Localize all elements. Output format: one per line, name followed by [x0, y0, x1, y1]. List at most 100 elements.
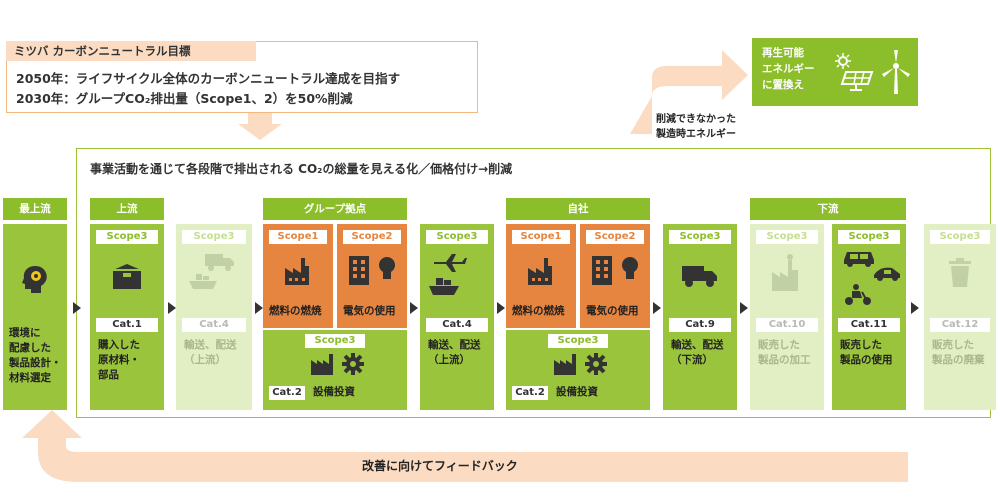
header-own-company: 自社 [506, 198, 650, 220]
c3-s1-label: 燃料の燃焼 [269, 305, 322, 317]
group-scope1-block: Scope1 燃料の燃焼 [263, 224, 333, 328]
flow-arrow [168, 302, 176, 314]
c2-label-2: （上流） [184, 354, 226, 366]
c4-label-2: （上流） [428, 354, 470, 366]
lightbulb-icon [622, 257, 638, 279]
scope3-badge: Scope3 [669, 230, 731, 244]
flow-arrow [653, 302, 661, 314]
scooter-icon [845, 284, 871, 305]
flow-arrow [73, 302, 81, 314]
airplane-icon [434, 254, 467, 272]
factory-icon [311, 354, 333, 375]
gear-icon [585, 353, 607, 375]
scope2-badge: Scope2 [343, 230, 401, 244]
solar-panel-icon [835, 53, 874, 91]
flow-arrow [255, 302, 263, 314]
c3-s2-label: 電気の使用 [343, 305, 396, 317]
trash-icon [949, 258, 971, 287]
scope2-badge: Scope2 [586, 230, 644, 244]
factory-icon [285, 258, 309, 285]
header-most-upstream: 最上流 [3, 198, 67, 220]
scope3-badge: Scope3 [838, 230, 900, 244]
ship-icon [429, 278, 459, 295]
building-icon [592, 256, 612, 285]
group-scope3-block: Scope3 Cat.2 設備投資 [263, 330, 407, 410]
truck-icon [205, 254, 234, 271]
column-cat4-upstream: Scope3 Cat.4 輸送、配送 （上流） [420, 224, 494, 410]
frame-heading: 事業活動を通じて各段階で排出される CO₂の総量を見える化／価格付け→削減 [90, 162, 513, 176]
building-icon [349, 256, 369, 285]
c0-label-3: 製品設計・ [9, 357, 62, 369]
c8-label-1: 販売した [840, 339, 882, 351]
c7-label-1: 販売した [758, 339, 800, 351]
c0-label-4: 材料選定 [9, 372, 51, 384]
c1-label-2: 原材料・ [98, 354, 140, 366]
c0-label-1: 環境に [9, 327, 41, 339]
cat2-badge: Cat.2 [269, 386, 305, 400]
column-cat12: Scope3 Cat.12 販売した 製品の廃棄 [924, 224, 996, 410]
header-downstream: 下流 [750, 198, 906, 220]
scope1-badge: Scope1 [512, 230, 570, 244]
cat11-badge: Cat.11 [838, 318, 900, 332]
brain-gear-icon [22, 266, 47, 293]
cat9-badge: Cat.9 [669, 318, 731, 332]
factory-icon [528, 258, 552, 285]
scope3-badge: Scope3 [930, 230, 990, 244]
flow-arrow [497, 302, 505, 314]
c8-label-2: 製品の使用 [840, 354, 893, 366]
car-icon [874, 267, 900, 281]
scope3-badge: Scope3 [548, 334, 608, 348]
cat4-badge: Cat.4 [426, 318, 488, 332]
wind-turbine-icon [882, 50, 910, 94]
scope1-badge: Scope1 [269, 230, 327, 244]
c9-label-1: 販売した [932, 339, 974, 351]
ship-icon [189, 274, 217, 289]
column-cat1: Scope3 Cat.1 購入した 原材料・ 部品 [90, 224, 164, 410]
scope3-badge: Scope3 [182, 230, 246, 244]
c2-label-1: 輸送、配送 [184, 339, 237, 351]
c1-label-1: 購入した [98, 339, 140, 351]
cat1-badge: Cat.1 [96, 318, 158, 332]
c6-label-1: 輸送、配送 [671, 339, 724, 351]
c1-label-3: 部品 [98, 369, 119, 381]
flow-arrow [911, 302, 919, 314]
lightbulb-icon [379, 257, 395, 279]
truck-icon [682, 266, 717, 287]
scope3-badge: Scope3 [96, 230, 158, 244]
column-most-upstream: 環境に 配慮した 製品設計・ 材料選定 [3, 224, 67, 410]
goal-title: ミツバ カーボンニュートラル目標 [6, 41, 256, 61]
column-cat4-upstream-light: Scope3 Cat.4 輸送、配送 （上流） [176, 224, 252, 410]
renewable-label-2: エネルギー [762, 63, 815, 75]
renewable-note-1: 削減できなかった [656, 114, 736, 125]
own-scope2-block: Scope2 電気の使用 [580, 224, 650, 328]
factory-icon [772, 254, 798, 291]
goal-2030: 2030年：グループCO₂排出量（Scope1、2）を50%削減 [16, 91, 353, 106]
c5-s1-label: 燃料の燃焼 [512, 305, 565, 317]
scope3-badge: Scope3 [426, 230, 488, 244]
c4-label-1: 輸送、配送 [428, 339, 481, 351]
renewable-label-1: 再生可能 [762, 47, 804, 59]
scope3-badge: Scope3 [756, 230, 818, 244]
c7-label-2: 製品の加工 [758, 354, 811, 366]
factory-icon [554, 354, 576, 375]
flow-arrow [740, 302, 748, 314]
column-cat9: Scope3 Cat.9 輸送、配送 （下流） [663, 224, 737, 410]
renewable-note-2: 製造時エネルギー [656, 129, 736, 140]
c3-cat-label: 設備投資 [313, 386, 355, 398]
column-cat10: Scope3 Cat.10 販売した 製品の加工 [750, 224, 824, 410]
goal-down-arrow [238, 113, 282, 140]
c5-cat-label: 設備投資 [556, 386, 598, 398]
own-scope1-block: Scope1 燃料の燃焼 [506, 224, 576, 328]
own-scope3-block: Scope3 Cat.2 設備投資 [506, 330, 650, 410]
cat12-badge: Cat.12 [930, 318, 990, 332]
feedback-label: 改善に向けてフィードバック [362, 459, 518, 473]
car-icon [844, 252, 874, 267]
feedback-arrow [22, 410, 908, 482]
c6-label-2: （下流） [671, 354, 713, 366]
group-scope2-block: Scope2 電気の使用 [337, 224, 407, 328]
renewable-label-3: に置換え [762, 79, 804, 91]
cat4-badge: Cat.4 [182, 318, 246, 332]
flow-arrow [410, 302, 418, 314]
renewable-arrow [630, 50, 748, 134]
